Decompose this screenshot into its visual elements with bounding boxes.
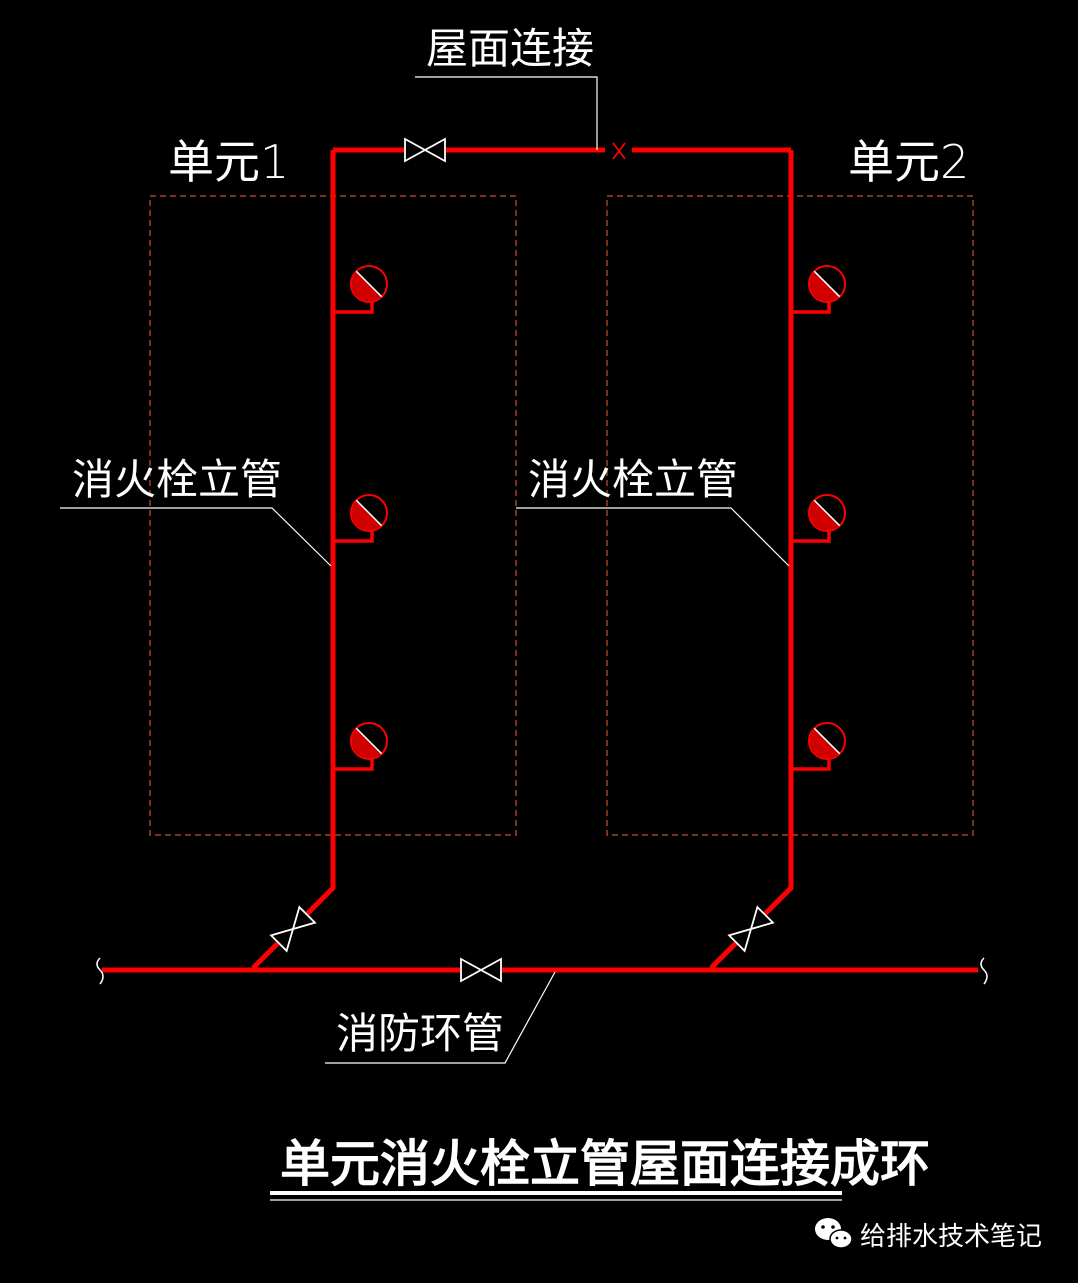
fire-hydrant-icon (808, 494, 846, 532)
unit2-label: 单元2 (848, 135, 969, 189)
wechat-icon (815, 1218, 853, 1249)
gate-valve-icon (404, 138, 446, 162)
roof-leader (415, 76, 598, 150)
riser-left-leader (60, 507, 332, 567)
fire-hydrant-icon (808, 722, 846, 760)
ring-main-valve (460, 958, 502, 982)
unit1-label: 单元1 (168, 135, 289, 189)
diagram-title: 单元消火栓立管屋面连接成环 (280, 1135, 930, 1193)
riser-left-valve (270, 906, 316, 952)
riser-right-valve (728, 906, 774, 952)
hydrant-branch (333, 302, 374, 314)
hydrant-branch (791, 759, 831, 771)
riser-right-pipe (709, 150, 794, 970)
fire-hydrant-icon (350, 722, 388, 760)
ring-main-leader (325, 971, 556, 1064)
riser-left-pipe (251, 150, 336, 970)
ring-main-label: 消防环管 (336, 1009, 504, 1058)
hydrant-branch (333, 531, 374, 543)
pipe-break-icon (980, 957, 988, 985)
fire-hydrant-icon (350, 265, 388, 303)
roof-valve (404, 138, 446, 162)
fire-hydrant-icon (350, 494, 388, 532)
hydrant-branch (791, 302, 831, 314)
pipe-break-icon (96, 957, 104, 985)
riser-left-label: 消火栓立管 (72, 455, 282, 504)
pipe-network (102, 147, 978, 973)
riser-right-leader (516, 507, 790, 567)
riser-right-label: 消火栓立管 (528, 455, 738, 504)
roof-joint-x-icon (612, 142, 626, 160)
unit1-hydrants (350, 265, 388, 760)
roof-connection-label: 屋面连接 (426, 24, 594, 73)
unit2-hydrants (808, 265, 846, 760)
leader-lines (60, 76, 790, 1064)
gate-valve-icon (460, 958, 502, 982)
hydrant-branch (791, 531, 831, 543)
watermark-text: 给排水技术笔记 (860, 1222, 1042, 1252)
fire-hydrant-icon (808, 265, 846, 303)
hydrant-branch (333, 759, 374, 771)
